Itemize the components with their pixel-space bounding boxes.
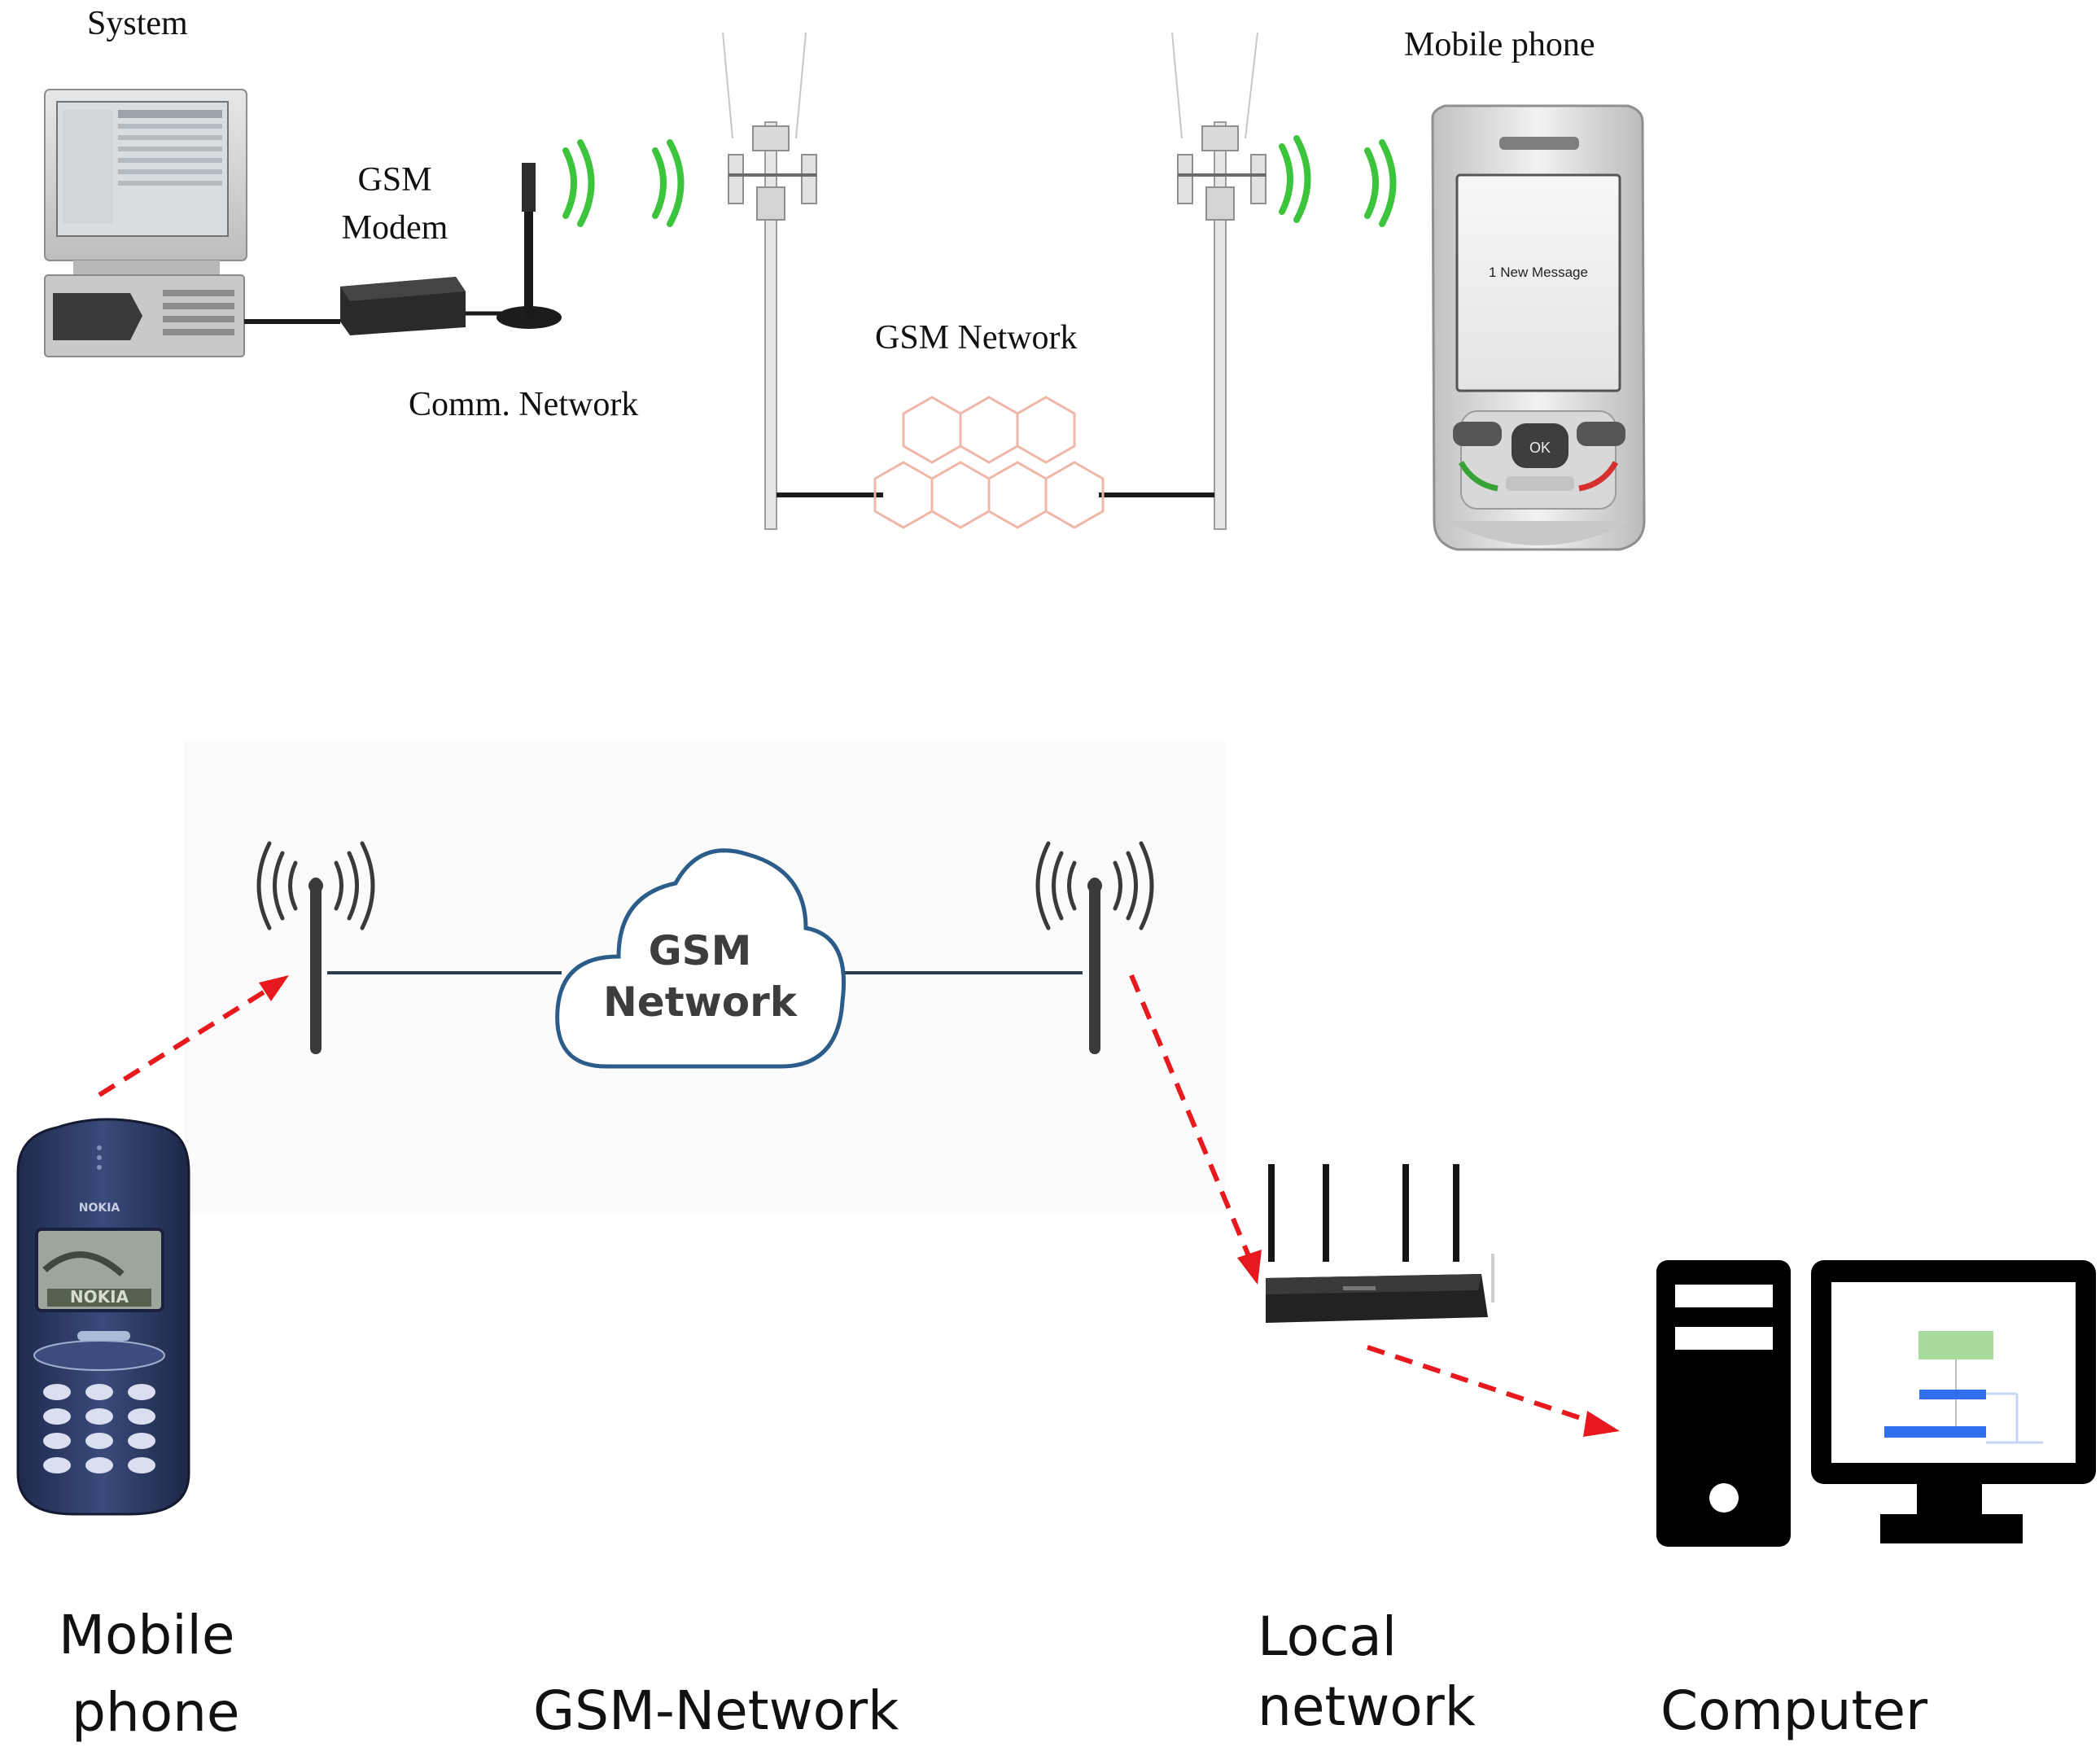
label-local-network-line2: network (1258, 1675, 1477, 1738)
label-gsm-modem-line2: Modem (341, 209, 448, 247)
label-system: System (87, 5, 188, 42)
nokia-phone-icon (16, 1118, 190, 1516)
phone-screen-text: 1 New Message (1489, 265, 1588, 280)
antenna-icon (256, 841, 375, 1054)
gsm-cloud-icon (555, 848, 847, 1069)
monitor-icon (1811, 1260, 2096, 1543)
label-computer: Computer (1660, 1679, 1928, 1742)
label-gsm-network: GSM Network (875, 319, 1078, 357)
router-icon (1266, 1164, 1494, 1323)
phone-ok-key: OK (1529, 440, 1551, 456)
cell-tower-icon (722, 32, 817, 530)
gsm-cells-icon (873, 396, 1105, 529)
label-gsm-modem-line1: GSM (357, 161, 432, 199)
gsm-modem-icon (340, 163, 562, 335)
data-flow-arrow (1129, 974, 1262, 1285)
nokia-screen-logo: NOKIA (70, 1287, 129, 1307)
nokia-brand-label: NOKIA (79, 1202, 120, 1215)
cell-tower-icon (1171, 32, 1267, 530)
label-gsm-network-bottom: GSM-Network (533, 1679, 899, 1742)
cloud-label-line2: Network (603, 979, 798, 1026)
label-mobile-phone-line1: Mobile (59, 1604, 235, 1666)
label-local-network-line1: Local (1258, 1605, 1398, 1668)
label-mobile-phone-top: Mobile phone (1404, 26, 1595, 63)
data-flow-arrow (98, 975, 289, 1097)
label-mobile-phone-line2: phone (72, 1681, 240, 1744)
label-comm-network: Comm. Network (409, 386, 639, 423)
antenna-icon (1035, 841, 1154, 1054)
desktop-computer-icon (44, 89, 247, 357)
data-flow-arrow (1367, 1345, 1620, 1437)
cloud-label-line1: GSM (649, 927, 752, 974)
desktop-tower-icon (1656, 1260, 1791, 1547)
mobile-phone-icon (1431, 104, 1646, 551)
signal-waves-icon (562, 139, 685, 227)
signal-waves-icon (1279, 135, 1397, 227)
